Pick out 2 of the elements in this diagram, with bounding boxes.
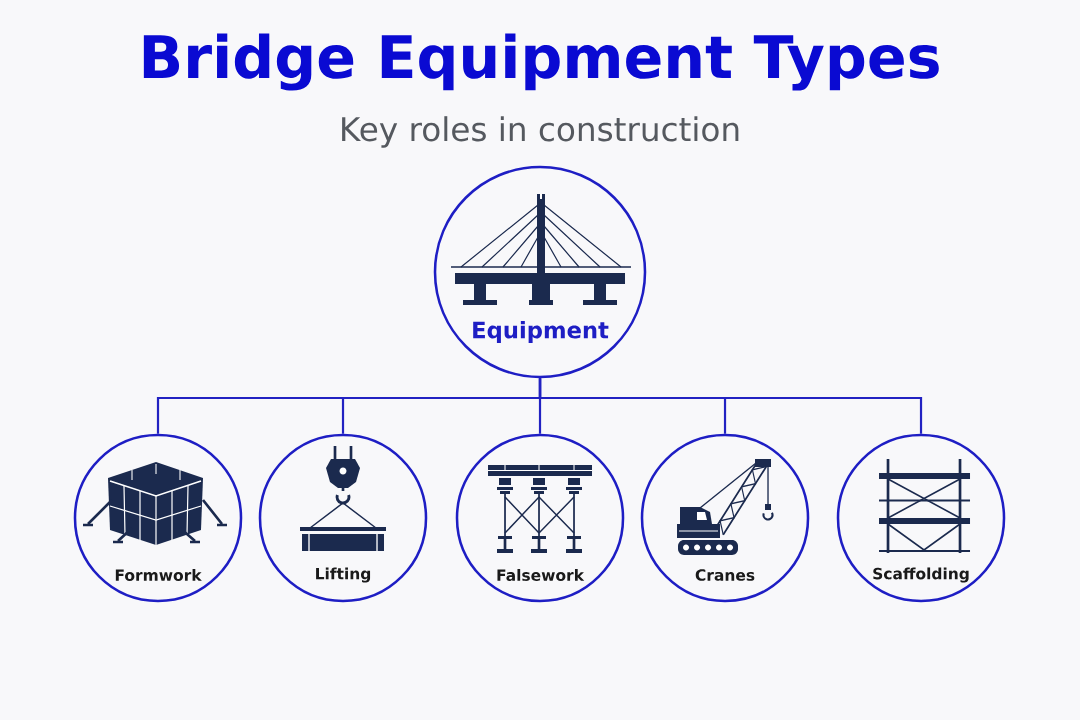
title: Bridge Equipment Types (143, 33, 939, 91)
connector-line (538, 378, 923, 434)
